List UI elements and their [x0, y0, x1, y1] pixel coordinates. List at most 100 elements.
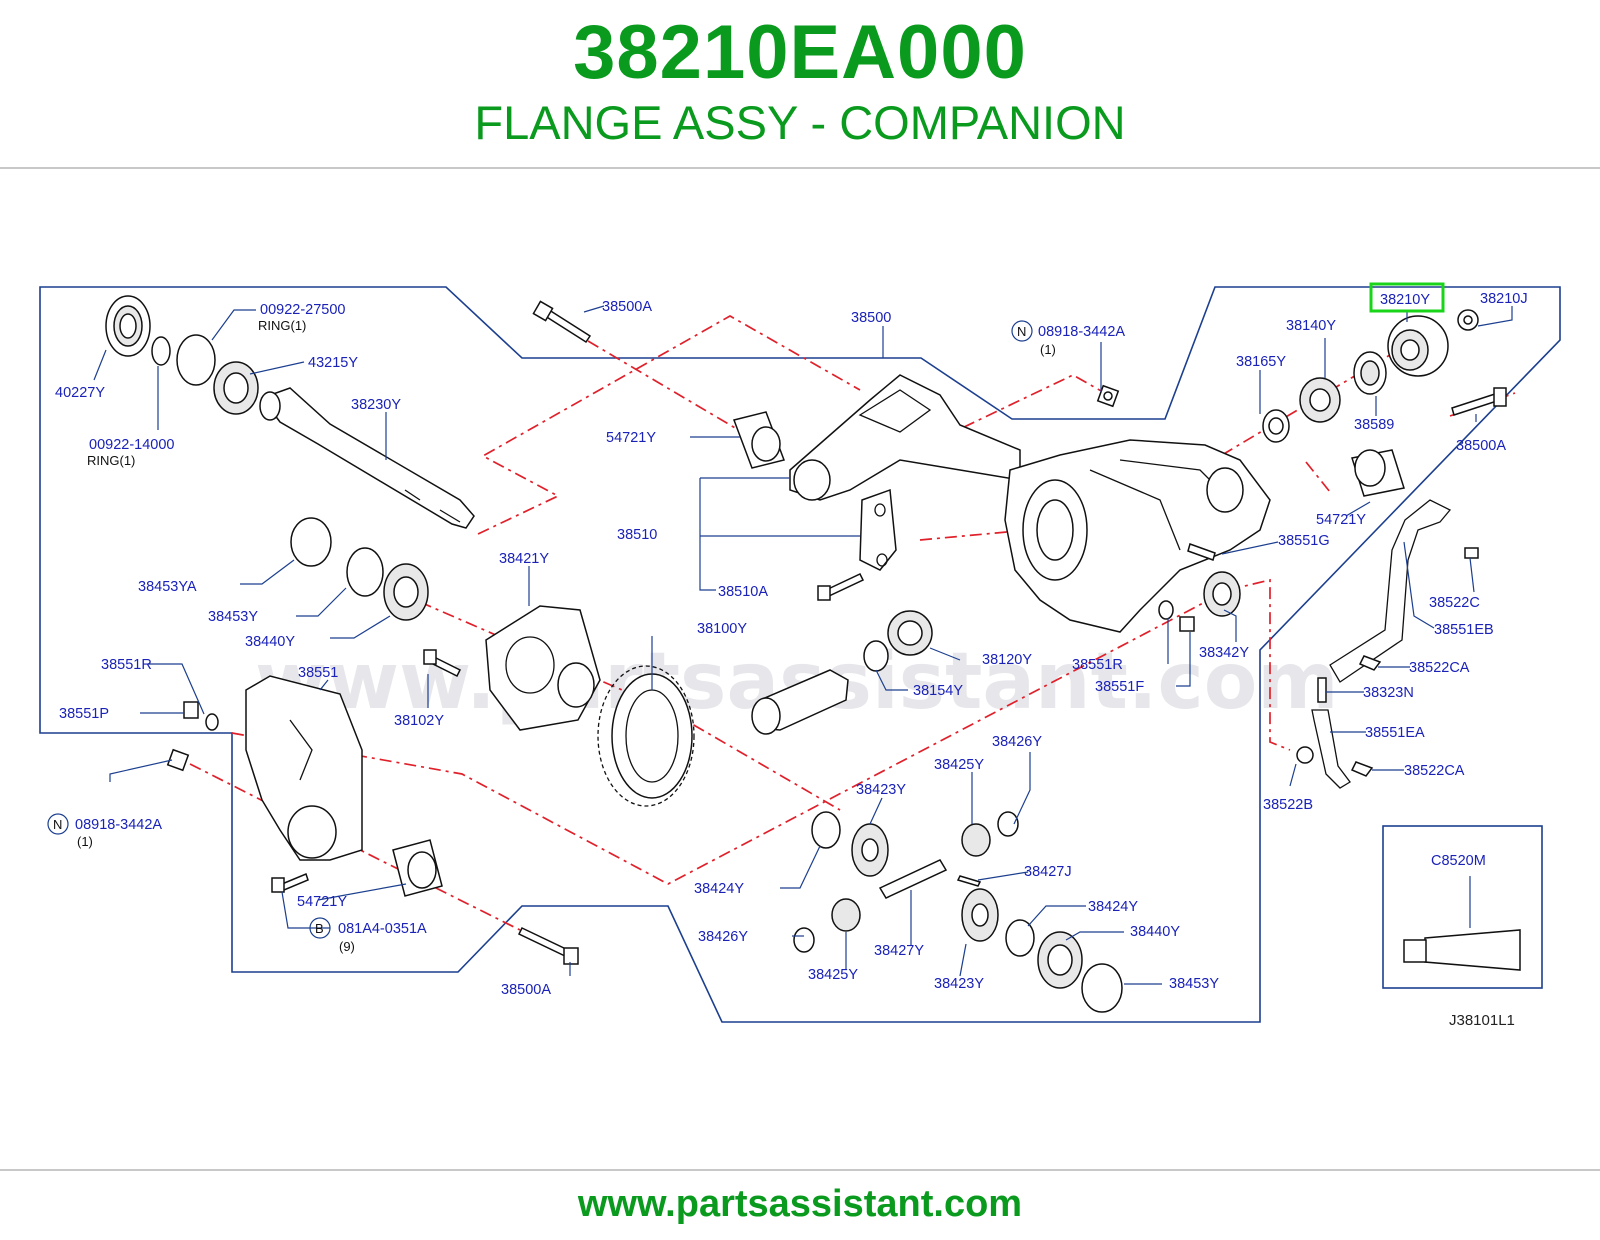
pinion-mate-38425Y-bottom — [831, 898, 861, 932]
callout-38165Y[interactable]: 38165Y — [1236, 354, 1286, 370]
callout-38522CA-b[interactable]: 38522CA — [1404, 763, 1465, 779]
callout-38551P[interactable]: 38551P — [59, 706, 109, 722]
snap-ring-00922-14000 — [151, 336, 171, 366]
seal-38453Y-bottom — [1081, 963, 1123, 1013]
nut-symbol-circle-left — [47, 813, 69, 835]
callout-ring-a: RING(1) — [258, 318, 306, 333]
callout-38210Y[interactable]: 38210Y — [1380, 292, 1430, 308]
bearing-38120Y — [887, 610, 933, 656]
callout-38551G[interactable]: 38551G — [1278, 533, 1330, 549]
callout-38425Y-top[interactable]: 38425Y — [934, 757, 984, 773]
callout-38551R-mid[interactable]: 38551R — [1072, 657, 1123, 673]
bolt-38510A — [817, 573, 865, 601]
callout-38154Y[interactable]: 38154Y — [913, 683, 963, 699]
thrust-washer-38424Y-left — [811, 811, 841, 849]
callout-38421Y[interactable]: 38421Y — [499, 551, 549, 567]
callout-38100Y[interactable]: 38100Y — [697, 621, 747, 637]
callout-38230Y[interactable]: 38230Y — [351, 397, 401, 413]
breather-hose-38551EB — [1329, 499, 1452, 683]
bearing-38440Y-left — [383, 563, 429, 621]
callout-38323N[interactable]: 38323N — [1363, 685, 1414, 701]
callout-38500[interactable]: 38500 — [851, 310, 891, 326]
red-centerline-top — [587, 340, 743, 433]
callout-43215Y[interactable]: 43215Y — [308, 355, 358, 371]
bolt-38102Y — [423, 649, 462, 678]
nut-08918-top — [1096, 384, 1120, 408]
bearing-38140Y — [1299, 377, 1341, 423]
callout-38522CA-a[interactable]: 38522CA — [1409, 660, 1470, 676]
callout-C8520M[interactable]: C8520M — [1431, 853, 1486, 869]
callout-38140Y[interactable]: 38140Y — [1286, 318, 1336, 334]
diff-case-38421Y — [485, 605, 601, 731]
callout-ring-b: RING(1) — [87, 453, 135, 468]
drive-pinion — [751, 669, 849, 735]
callout-00922-14000[interactable]: 00922-14000 — [89, 437, 174, 453]
callout-54721Y-top[interactable]: 54721Y — [606, 430, 656, 446]
callout-08918-3442A-top[interactable]: 08918-3442A — [1038, 324, 1125, 340]
callout-38510[interactable]: 38510 — [617, 527, 657, 543]
callout-38551F[interactable]: 38551F — [1095, 679, 1144, 695]
callout-38510A[interactable]: 38510A — [718, 584, 768, 600]
shaft-38230Y — [259, 387, 475, 529]
callout-qty-081A4: (9) — [339, 939, 355, 954]
leader-lines — [93, 305, 1513, 985]
oil-seal-38589 — [1353, 351, 1387, 395]
bolt-symbol-circle — [309, 917, 331, 939]
callout-38120Y[interactable]: 38120Y — [982, 652, 1032, 668]
callout-54721Y-bottom[interactable]: 54721Y — [297, 894, 347, 910]
callout-38551EA[interactable]: 38551EA — [1365, 725, 1425, 741]
callout-38500A-bottom[interactable]: 38500A — [501, 982, 551, 998]
callout-38440Y-right[interactable]: 38440Y — [1130, 924, 1180, 940]
callout-38102Y[interactable]: 38102Y — [394, 713, 444, 729]
bushing-54721Y-bottom — [392, 839, 443, 897]
bearing-43215Y — [213, 361, 259, 415]
pin-38427J — [956, 875, 982, 887]
highlight-box-38210Y — [1369, 282, 1445, 313]
callout-38551[interactable]: 38551 — [298, 665, 338, 681]
callout-38424Y-right[interactable]: 38424Y — [1088, 899, 1138, 915]
callout-38210J[interactable]: 38210J — [1480, 291, 1528, 307]
side-gear-38423Y-top — [851, 823, 889, 877]
callout-54721Y-right[interactable]: 54721Y — [1316, 512, 1366, 528]
sealant-tube-C8520M — [1403, 929, 1521, 971]
callout-38551EB[interactable]: 38551EB — [1434, 622, 1494, 638]
gasket-38551R-left — [205, 713, 219, 731]
callout-38427J[interactable]: 38427J — [1024, 864, 1072, 880]
callout-38426Y-top[interactable]: 38426Y — [992, 734, 1042, 750]
callout-38500A-right[interactable]: 38500A — [1456, 438, 1506, 454]
callout-qty-08918-left: (1) — [77, 834, 93, 849]
callout-38453YA[interactable]: 38453YA — [138, 579, 197, 595]
callout-38522B[interactable]: 38522B — [1263, 797, 1313, 813]
header-divider — [0, 167, 1600, 169]
callout-38440Y-left[interactable]: 38440Y — [245, 634, 295, 650]
bolt-38500A-top — [532, 300, 592, 344]
nut-symbol-circle-top — [1011, 320, 1033, 342]
callout-qty-08918-top: (1) — [1040, 342, 1056, 357]
callout-38425Y-bottom[interactable]: 38425Y — [808, 967, 858, 983]
callout-38426Y-bottom[interactable]: 38426Y — [698, 929, 748, 945]
callout-38589[interactable]: 38589 — [1354, 417, 1394, 433]
callout-00922-27500[interactable]: 00922-27500 — [260, 302, 345, 318]
part-number-title: 38210EA000 — [573, 10, 1027, 95]
group-outline-main — [39, 286, 1561, 1023]
thrust-washer-38424Y-right — [1005, 919, 1035, 957]
callout-38423Y-top[interactable]: 38423Y — [856, 782, 906, 798]
callout-40227Y[interactable]: 40227Y — [55, 385, 105, 401]
diff-carrier-housing — [1004, 439, 1271, 633]
callout-081A4-0351A[interactable]: 081A4-0351A — [338, 921, 427, 937]
callout-38424Y-left[interactable]: 38424Y — [694, 881, 744, 897]
callout-38342Y[interactable]: 38342Y — [1199, 645, 1249, 661]
callout-08918-3442A-left[interactable]: 08918-3442A — [75, 817, 162, 833]
callout-38423Y-bottom[interactable]: 38423Y — [934, 976, 984, 992]
callout-38453Y-bottom[interactable]: 38453Y — [1169, 976, 1219, 992]
pinion-mate-38425Y-top — [961, 823, 991, 857]
bolt-38500A-bottom — [517, 927, 579, 965]
plug-38551F — [1179, 616, 1195, 632]
callout-38500A-top[interactable]: 38500A — [602, 299, 652, 315]
seal-38342Y — [1203, 571, 1241, 617]
callout-38453Y-left[interactable]: 38453Y — [208, 609, 258, 625]
callout-38551R-left[interactable]: 38551R — [101, 657, 152, 673]
callout-38427Y[interactable]: 38427Y — [874, 943, 924, 959]
footer-website[interactable]: www.partsassistant.com — [577, 1183, 1023, 1225]
callout-38522C[interactable]: 38522C — [1429, 595, 1480, 611]
